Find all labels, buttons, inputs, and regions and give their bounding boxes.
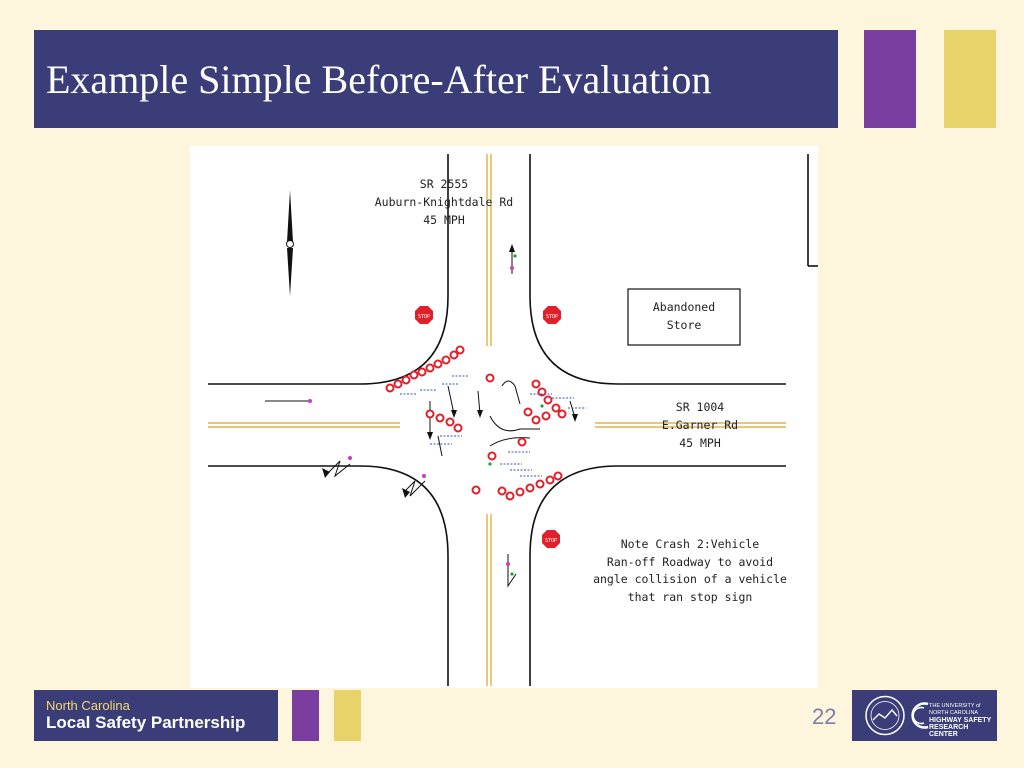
- footer-purple-accent: [292, 690, 319, 741]
- brand-state: North Carolina: [46, 698, 130, 713]
- svg-text:STOP: STOP: [546, 314, 558, 320]
- note-line3: angle collision of a vehicle: [593, 572, 787, 586]
- slide-title: Example Simple Before-After Evaluation: [46, 56, 712, 102]
- north-road-speed: 45 MPH: [423, 213, 465, 227]
- logo-graphics: [865, 695, 929, 736]
- brand-org: Local Safety Partnership: [46, 713, 246, 732]
- crash-direction-dashes: [400, 375, 586, 477]
- partner-logos: THE UNIVERSITY of NORTH CAROLINA HIGHWAY…: [852, 690, 997, 741]
- note-line1: Note Crash 2:Vehicle: [621, 537, 760, 551]
- hsrc-logo-text: THE UNIVERSITY of NORTH CAROLINA HIGHWAY…: [929, 703, 992, 738]
- collision-diagram: SR 2555 Auburn-Knightdale Rd 45 MPH SR 1…: [190, 146, 818, 688]
- east-road-route: SR 1004: [676, 400, 725, 414]
- store-label-line1: Abandoned: [653, 300, 715, 314]
- stop-sign-icon-ne: STOP: [543, 306, 561, 324]
- crash-side-markers: [308, 254, 544, 576]
- east-road-speed: 45 MPH: [679, 436, 721, 450]
- stop-sign-icon-nw: STOP: [415, 306, 433, 324]
- store-label-line2: Store: [667, 318, 702, 332]
- stop-sign-icon-se: STOP: [542, 530, 560, 548]
- svg-text:STOP: STOP: [418, 314, 430, 320]
- yellow-accent-block: [944, 30, 996, 128]
- hsrc-logo-icon: [911, 702, 929, 729]
- north-road-route: SR 2555: [420, 177, 468, 191]
- footer-brand: North Carolina Local Safety Partnership: [34, 690, 278, 741]
- purple-accent-block: [864, 30, 916, 128]
- crash-tracks: [265, 250, 576, 588]
- abandoned-store-box: [627, 288, 741, 346]
- crash-markers: [385, 345, 567, 501]
- svg-text:STOP: STOP: [545, 538, 557, 544]
- north-arrow-icon: [286, 190, 294, 296]
- note-line4: that ran stop sign: [628, 590, 753, 604]
- ncdot-seal-icon: [865, 695, 905, 736]
- center-lines: [208, 154, 786, 686]
- note-line2: Ran-off Roadway to avoid: [607, 555, 773, 569]
- north-road-name: Auburn-Knightdale Rd: [375, 195, 513, 209]
- intersection-drawing: SR 2555 Auburn-Knightdale Rd 45 MPH SR 1…: [208, 154, 818, 686]
- page-number: 22: [812, 704, 837, 729]
- road-edges: [208, 154, 818, 686]
- crash-arrowheads: [322, 244, 578, 498]
- east-road-name: E.Garner Rd: [662, 418, 738, 432]
- title-bar: Example Simple Before-After Evaluation: [34, 30, 838, 128]
- footer-yellow-accent: [334, 690, 361, 741]
